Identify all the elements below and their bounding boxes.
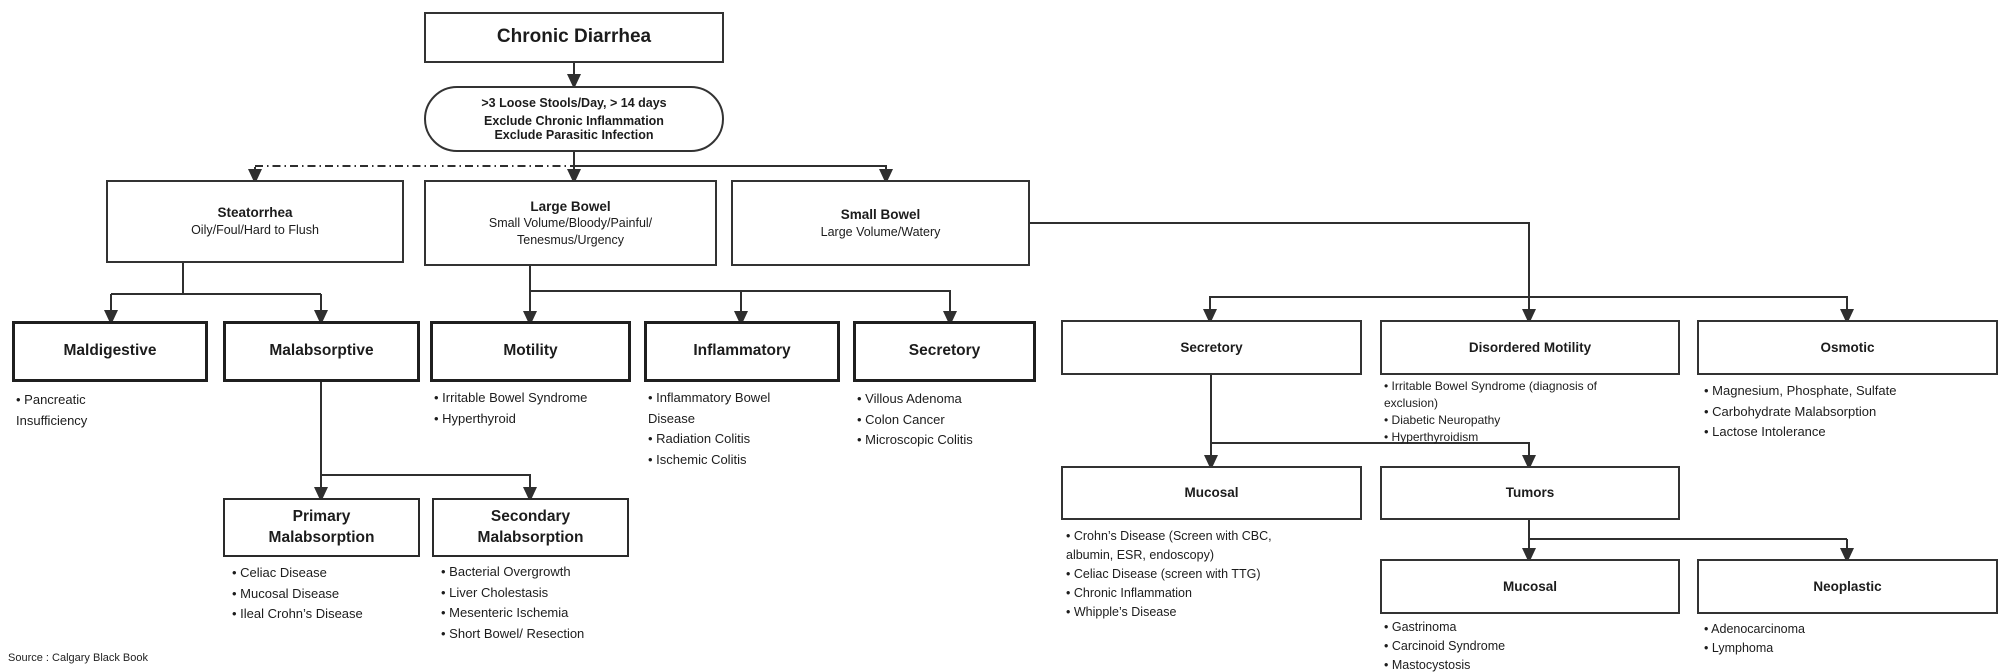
criteria-line: Exclude Parasitic Infection xyxy=(494,127,654,142)
node-mucosal-secretory: Mucosal xyxy=(1061,466,1362,520)
node-desc: Oily/Foul/Hard to Flush xyxy=(191,223,319,238)
node-title: Secretory xyxy=(1180,339,1243,355)
list-item: • Ileal Crohn’s Disease xyxy=(232,606,363,622)
node-title: Neoplastic xyxy=(1813,578,1882,594)
node-secretory-large-bowel: Secretory xyxy=(853,321,1036,382)
list-item: • Bacterial Overgrowth xyxy=(441,564,571,579)
motility-list: • Irritable Bowel Syndrome • Hyperthyroid xyxy=(434,388,612,429)
node-title: Chronic Diarrhea xyxy=(496,26,652,48)
node-title: Steatorrhea xyxy=(217,205,293,221)
criteria-line: >3 Loose Stools/Day, > 14 days xyxy=(481,96,667,111)
node-chronic-diarrhea: Chronic Diarrhea xyxy=(424,12,724,63)
list-item: • Colon Cancer xyxy=(857,411,945,427)
maldigestive-list: • Pancreatic Insufficiency xyxy=(16,390,146,431)
secondary-malabsorption-list: • Bacterial Overgrowth • Liver Cholestasi… xyxy=(441,562,631,644)
node-inflammatory: Inflammatory xyxy=(644,321,840,382)
inflammatory-list: • Inflammatory Bowel Disease • Radiation … xyxy=(648,388,803,470)
node-disordered-motility: Disordered Motility xyxy=(1380,320,1680,375)
node-title: Maldigestive xyxy=(63,342,157,360)
list-item: • Hyperthyroidism xyxy=(1384,430,1479,445)
list-item: • Microscopic Colitis xyxy=(857,432,973,448)
node-title: Malabsorption xyxy=(477,528,584,546)
list-item: • Lactose Intolerance xyxy=(1704,424,1826,440)
primary-malabsorption-list: • Celiac Disease • Mucosal Disease • Ileal… xyxy=(232,563,417,625)
node-title: Osmotic xyxy=(1820,339,1875,355)
node-secretory-small-bowel: Secretory xyxy=(1061,320,1362,375)
node-small-bowel: Small Bowel Large Volume/Watery xyxy=(731,180,1030,266)
list-item: • Whipple’s Disease xyxy=(1066,605,1177,619)
mucosal-tumors-list: • Gastrinoma • Carcinoid Syndrome • Mastoc… xyxy=(1384,618,1634,672)
node-title: Malabsorptive xyxy=(269,342,374,360)
node-title: Large Bowel xyxy=(530,198,611,214)
list-item: • Irritable Bowel Syndrome (diagnosis of… xyxy=(1384,379,1597,411)
list-item: • Hyperthyroid xyxy=(434,410,516,426)
list-item: • Diabetic Neuropathy xyxy=(1384,413,1501,428)
node-malabsorptive: Malabsorptive xyxy=(223,321,420,382)
list-item: • Liver Cholestasis xyxy=(441,584,549,600)
node-title: Secondary xyxy=(490,508,571,526)
node-primary-malabsorption: Primary Malabsorption xyxy=(223,498,420,557)
list-item: • Chronic Inflammation xyxy=(1066,586,1192,600)
node-large-bowel: Large Bowel Small Volume/Bloody/Painful/… xyxy=(424,180,717,266)
list-item: • Carcinoid Syndrome xyxy=(1384,639,1506,653)
node-title: Mucosal xyxy=(1184,485,1239,501)
list-item: • Pancreatic Insufficiency xyxy=(16,392,88,428)
list-item: • Celiac Disease (screen with TTG) xyxy=(1066,567,1261,581)
node-title: Inflammatory xyxy=(693,342,791,360)
node-title: Secretory xyxy=(908,342,981,360)
list-item: • Carbohydrate Malabsorption xyxy=(1704,403,1877,419)
list-item: • Radiation Colitis xyxy=(648,431,751,447)
node-title: Primary xyxy=(292,508,351,526)
node-title: Tumors xyxy=(1505,485,1555,501)
disordered-motility-list: • Irritable Bowel Syndrome (diagnosis of… xyxy=(1384,378,1639,446)
list-item: • Villous Adenoma xyxy=(857,391,962,406)
list-item: • Irritable Bowel Syndrome xyxy=(434,390,588,405)
node-desc: Large Volume/Watery xyxy=(820,224,941,239)
criteria-line: Exclude Chronic Inflammation xyxy=(484,114,664,129)
list-item: • Adenocarcinoma xyxy=(1704,622,1805,636)
node-title: Disordered Motility xyxy=(1468,339,1592,355)
list-item: • Ischemic Colitis xyxy=(648,451,747,467)
secretory-large-bowel-list: • Villous Adenoma • Colon Cancer • Microsc… xyxy=(857,389,1037,451)
list-item: • Short Bowel/ Resection xyxy=(441,625,585,641)
osmotic-list: • Magnesium, Phosphate, Sulfate • Carbohy… xyxy=(1704,381,1994,443)
list-item: • Celiac Disease xyxy=(232,565,327,580)
node-desc: Tenesmus/Urgency xyxy=(517,232,624,247)
node-title: Mucosal xyxy=(1502,578,1557,594)
list-item: • Mucosal Disease xyxy=(232,585,340,601)
list-item: • Mesenteric Ischemia xyxy=(441,605,569,621)
node-osmotic: Osmotic xyxy=(1697,320,1998,375)
node-neoplastic: Neoplastic xyxy=(1697,559,1998,614)
neoplastic-list: • Adenocarcinoma • Lymphoma xyxy=(1704,620,1954,658)
list-item: • Lymphoma xyxy=(1704,641,1774,655)
node-tumors: Tumors xyxy=(1380,466,1680,520)
list-item: • Mastocystosis xyxy=(1384,658,1471,672)
node-title: Small Bowel xyxy=(840,206,921,222)
node-mucosal-tumors: Mucosal xyxy=(1380,559,1680,614)
list-item: • Gastrinoma xyxy=(1384,620,1457,634)
node-motility: Motility xyxy=(430,321,631,382)
list-item: • Magnesium, Phosphate, Sulfate xyxy=(1704,383,1897,398)
node-desc: Small Volume/Bloody/Painful/ xyxy=(488,216,653,231)
list-item: • Crohn’s Disease (Screen with CBC, albu… xyxy=(1066,529,1272,562)
mucosal-secretory-list: • Crohn’s Disease (Screen with CBC, albu… xyxy=(1066,527,1298,622)
source-note: Source : Calgary Black Book xyxy=(8,652,149,664)
node-maldigestive: Maldigestive xyxy=(12,321,208,382)
node-secondary-malabsorption: Secondary Malabsorption xyxy=(432,498,629,557)
node-title: Malabsorption xyxy=(268,528,375,546)
node-steatorrhea: Steatorrhea Oily/Foul/Hard to Flush xyxy=(106,180,404,263)
list-item: • Inflammatory Bowel Disease xyxy=(648,390,771,426)
node-title: Motility xyxy=(503,342,558,360)
criteria-oval: >3 Loose Stools/Day, > 14 days Exclude C… xyxy=(424,86,724,152)
